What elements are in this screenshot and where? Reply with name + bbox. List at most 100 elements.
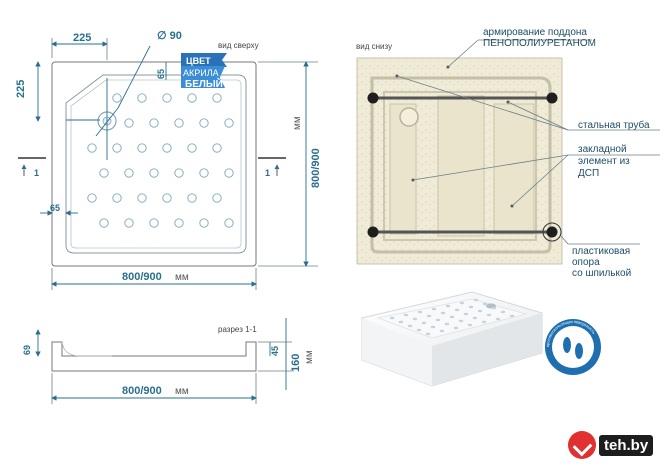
dim-225-left: 225 — [15, 80, 27, 98]
anti-slip-dot — [445, 304, 451, 308]
drain-hole — [99, 168, 109, 178]
watermark-text: teh.by — [599, 434, 654, 456]
bottom-view-caption: вид снизу — [356, 42, 392, 51]
color-label-3: БЕЛЫЙ — [185, 77, 223, 90]
dim-65-edge: 65 — [156, 69, 166, 79]
callout-line — [396, 75, 569, 131]
drain-hole — [124, 168, 134, 178]
dim-69: 69 — [22, 345, 32, 355]
callout-pipe: стальная труба — [578, 119, 650, 131]
callout-reinforcement-2: ПЕНОПОЛИУРЕТАНОМ — [483, 38, 596, 49]
color-label-1: ЦВЕТ — [186, 56, 211, 66]
drain-holes — [87, 93, 234, 228]
drain-hole — [212, 143, 222, 153]
drain-hole — [199, 118, 209, 128]
top-view-caption: вид сверху — [218, 41, 259, 50]
top-view: 225 225 ∅ 90 65 65 1 1 800/900 мм 800/90… — [15, 30, 322, 290]
dim-160-unit: мм — [304, 350, 315, 364]
footprint-icon — [575, 343, 583, 359]
drain-hole — [174, 168, 184, 178]
tray-side-face — [362, 318, 432, 386]
anti-slip-dot — [500, 310, 506, 314]
drain-hole — [149, 218, 159, 228]
anti-slip-dot — [473, 298, 479, 302]
insert-panel-right — [493, 103, 535, 235]
tray-floor — [376, 298, 528, 339]
section-profile — [51, 341, 257, 372]
section-caption: разрез 1-1 — [218, 325, 257, 334]
callout-line — [412, 154, 569, 181]
anti-slip-dot — [468, 305, 474, 309]
drain-hole — [224, 218, 234, 228]
support-foot-highlight — [542, 222, 562, 242]
bottom-view: вид снизу армирование поддона ПЕНОПОЛИУР… — [356, 27, 660, 279]
anti-slip-dot — [430, 325, 436, 329]
anti-slip-badge-inner — [552, 326, 594, 368]
anti-slip-dot — [509, 314, 515, 318]
callout-support-1: пластиковая — [572, 246, 630, 257]
drain-hole — [174, 218, 184, 228]
drain-hole — [224, 118, 234, 128]
dim-section-width-unit: мм — [175, 386, 189, 397]
anti-slip-dot — [425, 332, 431, 336]
drain-hole — [199, 218, 209, 228]
dim-total-height-unit: мм — [292, 116, 303, 130]
callout-support-2: опора — [572, 257, 600, 268]
drain-hole — [187, 93, 197, 103]
callout-line — [507, 101, 569, 131]
drain-hole — [212, 93, 222, 103]
drain-hole — [112, 193, 122, 203]
site-watermark: teh.by — [568, 427, 666, 463]
anti-slip-dot — [481, 320, 487, 324]
drain-hole — [87, 143, 97, 153]
dim-total-width: 800/900 — [122, 271, 162, 283]
dim-45: 45 — [270, 346, 280, 356]
inner-channel — [383, 91, 537, 241]
dim-65-bottom: 65 — [50, 203, 60, 213]
tray-inner-rim-2 — [70, 79, 242, 249]
drain-opening — [399, 107, 419, 127]
anti-slip-dot — [421, 321, 427, 325]
section-inner-curve — [61, 341, 112, 357]
product-illustration: противоскользящая поверхность — [360, 291, 601, 387]
tray-front-face — [432, 313, 542, 386]
anti-slip-dot — [482, 302, 488, 306]
drain-hole — [99, 218, 109, 228]
footprint-icon — [563, 337, 571, 353]
rim-channel — [370, 76, 552, 254]
support-foot — [367, 92, 379, 104]
drain-hole — [162, 193, 172, 203]
callout-line — [511, 154, 569, 207]
anti-slip-dot — [486, 313, 492, 317]
anti-slip-dot — [389, 316, 395, 320]
callout-line — [560, 235, 569, 245]
anti-slip-dot — [453, 326, 459, 330]
insert-panel-mid — [437, 95, 485, 237]
anti-slip-dot — [439, 329, 445, 333]
section-view: разрез 1-1 69 45 160 мм 800/900 мм — [22, 318, 315, 404]
anti-slip-dot — [472, 316, 478, 320]
drain-hole — [162, 143, 172, 153]
dim-total-width-unit: мм — [175, 272, 189, 283]
drain-leader — [117, 45, 151, 109]
drain-hole — [137, 93, 147, 103]
drain-hole — [212, 193, 222, 203]
anti-slip-dot — [435, 318, 441, 322]
anti-slip-dot — [463, 312, 469, 316]
anti-slip-dot — [426, 314, 432, 318]
drain-hole — [112, 93, 122, 103]
dim-total-height: 800/900 — [310, 148, 322, 188]
drain-hole — [124, 118, 134, 128]
callout-line — [447, 39, 479, 68]
anti-slip-dot — [444, 322, 450, 326]
dim-160: 160 — [290, 354, 302, 372]
section-label-right: 1 — [265, 168, 270, 178]
anti-slip-dot — [440, 311, 446, 315]
drain-hole — [137, 193, 147, 203]
support-foot — [546, 92, 558, 104]
support-foot — [546, 226, 558, 238]
anti-slip-dot — [407, 324, 413, 328]
anti-slip-dot — [449, 315, 455, 319]
